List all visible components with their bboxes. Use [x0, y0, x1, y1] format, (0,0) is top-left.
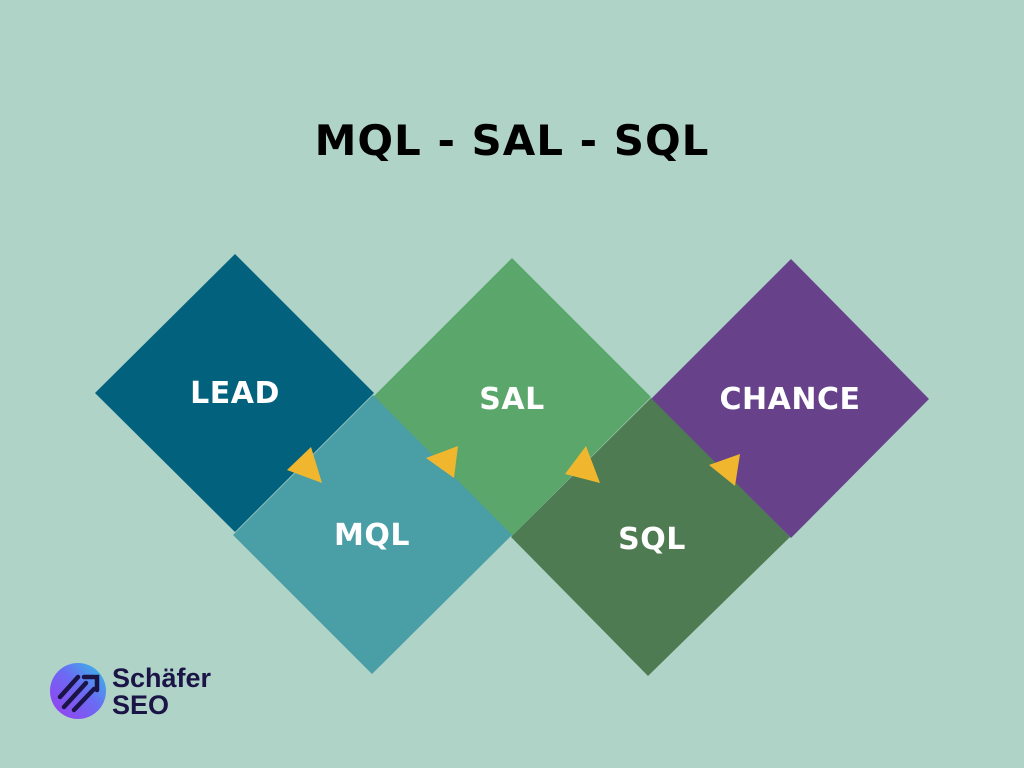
mql-label: MQL	[334, 518, 410, 553]
brand-name-line1: Schäfer	[112, 663, 212, 693]
arrow-mql-to-sal	[426, 446, 458, 478]
arrow-lead-to-mql	[287, 447, 322, 483]
brand-logo: Schäfer SEO	[50, 663, 212, 720]
diagram-title: MQL - SAL - SQL	[315, 116, 710, 165]
chance-label: CHANCE	[720, 382, 861, 417]
sal-label: SAL	[479, 382, 544, 417]
sql-label: SQL	[618, 522, 686, 557]
lead-label: LEAD	[190, 376, 280, 411]
arrow-sql-to-chance	[709, 454, 740, 486]
brand-name-line2: SEO	[112, 690, 169, 720]
arrow-sal-to-sql	[565, 446, 600, 483]
chance-diamond	[651, 259, 929, 538]
